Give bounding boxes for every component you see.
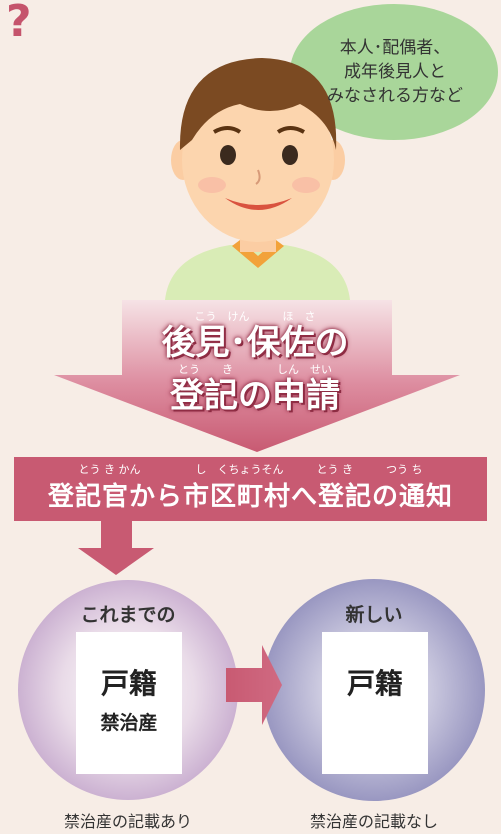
before-label: これまでの (80, 604, 176, 626)
speech-bubble (290, 4, 498, 140)
application-text: こう けん ほ さ 後見･保佐の とう き しん せい 登記の申請 (120, 310, 390, 416)
application-line-2: 登記の申請 (170, 376, 340, 416)
application-ruby-2: とう き しん せい (178, 363, 332, 376)
document-after (322, 632, 428, 774)
notification-ruby: とう き かん し くちょうそん とう き つう ち (78, 463, 423, 476)
before-doc-sub: 禁治産 (100, 712, 158, 734)
bubble-line: 成年後見人と (344, 62, 446, 82)
after-caption: 禁治産の記載なし (309, 812, 438, 831)
bubble-line: 本人･配偶者、 (339, 38, 451, 58)
after-label: 新しい (345, 604, 403, 626)
notification-text: 登記官から市区町村へ登記の通知 (47, 482, 453, 512)
right-arrow-icon (226, 645, 282, 725)
document-before (76, 632, 182, 774)
before-doc-title: 戸籍 (100, 667, 157, 700)
before-caption: 禁治産の記載あり (63, 812, 192, 831)
question-mark-icon: ? (6, 0, 32, 47)
big-down-arrow (54, 300, 460, 452)
person-illustration (165, 58, 350, 300)
bubble-line: みなされる方など (327, 86, 463, 106)
bubble-text: 本人･配偶者、 成年後見人と みなされる方など (300, 36, 490, 108)
after-doc-title: 戸籍 (346, 667, 403, 700)
application-line-1: 後見･保佐の (161, 323, 349, 363)
notification-banner (14, 457, 487, 521)
down-arrow-icon (78, 521, 154, 575)
application-ruby-1: こう けん ほ さ (194, 310, 316, 323)
